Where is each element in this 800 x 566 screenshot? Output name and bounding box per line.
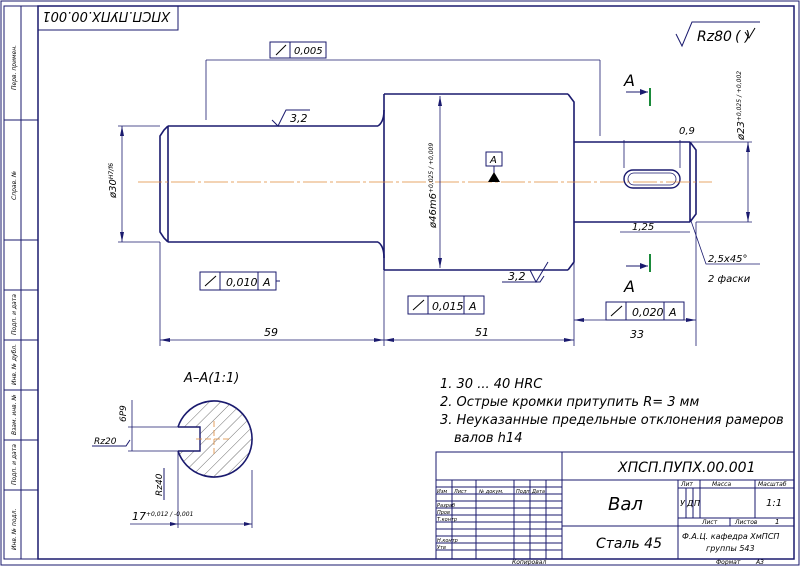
tb-org-1: Ф.А.Ц. кафедра ХмПСП xyxy=(682,532,779,541)
tb-col-izm: Изм xyxy=(437,489,447,495)
section-b: 6P9 xyxy=(119,405,129,422)
note-3: 3. Неуказанные предельные отклонения рам… xyxy=(440,413,784,428)
tb-code: ХПСП.ПУПХ.00.001 xyxy=(617,460,755,476)
section-mark-top: A xyxy=(623,71,635,90)
mirror-stamp-title: ХПСП.ПУПХ.00.001 xyxy=(42,8,171,23)
side-strip xyxy=(3,5,39,560)
roughness-mid: 3,2 xyxy=(508,270,526,283)
tb-material: Сталь 45 xyxy=(596,536,662,552)
section-depth-tol: +0,012 / -0,001 xyxy=(146,511,193,518)
tb-sheets-label: Листов xyxy=(734,519,758,526)
title-block-text: ХПСП.ПУПХ.00.001 Вал Сталь 45 Лит Масса … xyxy=(437,460,787,566)
tolerance-frame-mid: 0,015 А xyxy=(407,295,485,315)
tb-scale-value: 1:1 xyxy=(766,498,782,509)
general-roughness-suffix: ( ) xyxy=(735,29,750,45)
side-label-0: Перв. примен. xyxy=(11,45,18,90)
dim-dia-right-tol: +0,025 / +0,002 xyxy=(736,71,743,121)
tb-role-5: Утв xyxy=(437,545,446,551)
section-depth-value: 17 xyxy=(132,510,146,523)
side-strip-labels: Перв. примен. Справ. № Подп. и дата Инв.… xyxy=(11,45,18,550)
tol-top-value: 0,005 xyxy=(294,46,323,57)
dim-dia-mid-fit: m6 xyxy=(428,193,439,209)
side-label-3: Инв. № дубл. xyxy=(11,344,18,385)
section-depth: 17+0,012 / -0,001 xyxy=(132,510,193,523)
section-mark-bottom: A xyxy=(623,277,635,296)
tb-col-doc: № докум. xyxy=(478,489,504,495)
tb-lit-3: П xyxy=(694,499,700,508)
tol-right-datum: А xyxy=(668,306,677,319)
technical-notes: 1. 30 ... 40 HRC 2. Острые кромки притуп… xyxy=(440,377,784,446)
tol-left-datum: А xyxy=(262,276,271,289)
side-label-5: Подп. и дата xyxy=(11,444,18,485)
mirror-stamp-box xyxy=(37,5,179,31)
tol-mid-datum: А xyxy=(468,300,477,313)
dimension-values: 59 51 33 0,9 1,25 2,5x45° 2 фаски ø30H7/… xyxy=(108,71,751,341)
datum-marker: А xyxy=(485,151,503,182)
dim-dia-left-value: ø30 xyxy=(108,179,119,199)
tolerance-frame-top: 0,005 xyxy=(269,41,327,59)
side-label-6: Инв. № подл. xyxy=(11,509,18,550)
side-label-1: Справ. № xyxy=(11,171,18,200)
dim-dia-right: ø23+0,025 / +0,002 xyxy=(736,71,747,141)
section-marks: A A xyxy=(623,71,651,296)
roughness-marks: 3,2 3,2 xyxy=(271,109,549,284)
tb-name: Вал xyxy=(608,494,643,515)
note-2: 2. Острые кромки притупить R= 3 мм xyxy=(440,395,699,410)
note-4: валов h14 xyxy=(454,431,522,446)
general-roughness-value: Rz80 xyxy=(697,29,732,45)
side-label-2: Подп. и дата xyxy=(11,294,18,335)
tb-sheets-value: 1 xyxy=(775,518,779,526)
section-view-label: А–А(1:1) xyxy=(183,371,239,386)
dimension-arrows xyxy=(120,96,750,342)
tb-scale-header: Масштаб xyxy=(758,481,787,488)
tb-mass-header: Масса xyxy=(712,481,731,488)
tb-col-sign: Подп. xyxy=(516,489,531,495)
title-block xyxy=(435,451,795,560)
tol-mid-value: 0,015 xyxy=(432,300,464,313)
dim-len-mid: 51 xyxy=(475,326,489,339)
dim-len-right: 33 xyxy=(630,328,644,341)
inner-frame xyxy=(37,5,795,560)
tb-copied: Копировал xyxy=(512,559,546,566)
tb-role-0: Разраб xyxy=(437,503,455,509)
tol-left-value: 0,010 xyxy=(226,276,258,289)
tb-format-label: Формат xyxy=(716,559,741,566)
keyway-slot xyxy=(623,169,681,189)
tb-col-date: Дата xyxy=(531,489,545,495)
tb-role-2: Т.контр xyxy=(437,517,457,523)
tb-role-1: Пров xyxy=(437,510,450,516)
tb-org-2: группы 543 xyxy=(706,544,755,553)
datum-letter: А xyxy=(489,155,497,166)
section-rz: Rz20 xyxy=(94,437,117,447)
dim-dia-mid: ø46m6+0,025 / +0,009 xyxy=(428,143,439,229)
dim-dia-left-fit: H7/f6 xyxy=(108,163,115,179)
tb-role-4: Н.контр xyxy=(437,538,458,544)
tb-format-value: А3 xyxy=(755,559,764,566)
tolerance-frame-right: 0,020 А xyxy=(605,301,685,321)
dim-dia-right-value: ø23 xyxy=(736,121,747,141)
tb-lit-header: Лит xyxy=(680,481,693,488)
tb-lit-2: Д xyxy=(686,499,693,508)
dim-key-width: 0,9 xyxy=(679,126,695,137)
dim-dia-mid-value: ø46 xyxy=(428,209,439,229)
section-r: Rz40 xyxy=(155,473,165,496)
dim-dia-mid-tol: +0,025 / +0,009 xyxy=(428,143,435,193)
roughness-left: 3,2 xyxy=(290,112,308,125)
dim-chamfer: 2,5x45° xyxy=(708,254,748,265)
tol-right-value: 0,020 xyxy=(632,306,664,319)
tb-sheet-label: Лист xyxy=(701,519,718,526)
tolerance-frame-left: 0,010 А xyxy=(199,271,280,291)
dim-len-left: 59 xyxy=(264,326,278,339)
dim-dia-left: ø30H7/f6 xyxy=(108,163,119,199)
note-1: 1. 30 ... 40 HRC xyxy=(440,377,543,392)
dim-chamfer-note: 2 фаски xyxy=(708,274,751,285)
section-view: 6P9 Rz20 Rz40 17+0,012 / -0,001 xyxy=(92,400,253,528)
dim-key-len: 1,25 xyxy=(632,222,654,233)
side-label-4: Взам. инв. № xyxy=(11,394,18,435)
tb-col-list: Лист xyxy=(453,489,468,495)
tb-lit-1: У xyxy=(680,499,686,508)
general-roughness: Rz80 ( ) xyxy=(675,21,760,48)
